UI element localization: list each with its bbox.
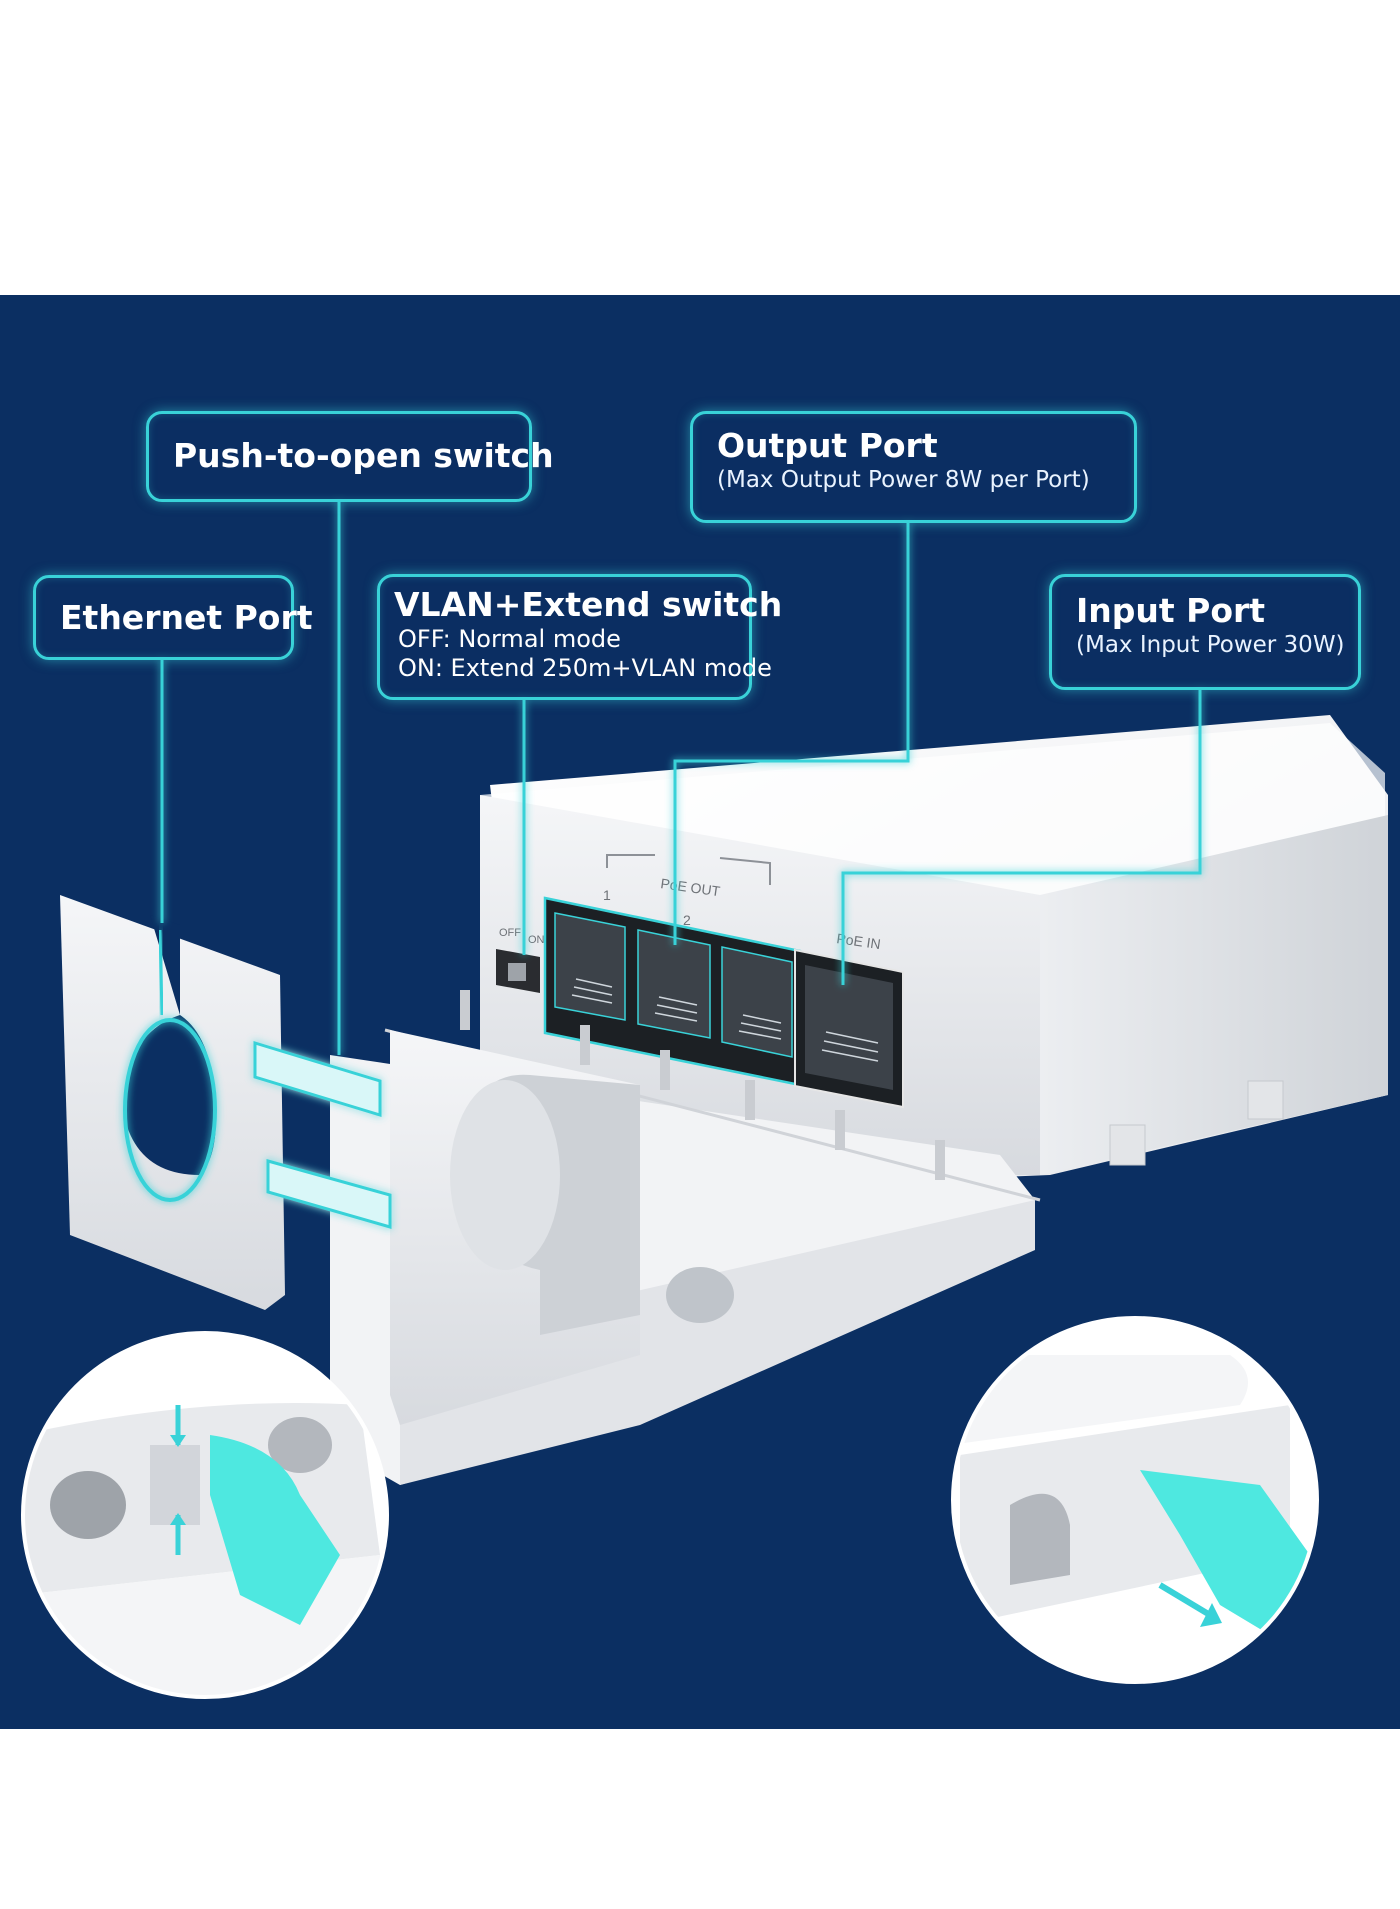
port1-label: 1 <box>603 887 611 903</box>
poe-in-label: PoE IN <box>836 930 882 952</box>
back-upright <box>60 895 285 1310</box>
output-ports <box>543 896 802 1087</box>
port2-label: 2 <box>683 912 691 928</box>
push-switch-tabs <box>253 1040 392 1229</box>
output-port-title: Output Port <box>717 426 938 465</box>
ethernet-port-title: Ethernet Port <box>60 598 313 637</box>
device-illustration: PoE OUT 1 2 3 PoE IN 4 OFF ON <box>21 502 1388 1699</box>
push-switch-callout: Push-to-open switch <box>146 411 554 502</box>
mounting-lid <box>330 990 1041 1485</box>
vlan-switch-callout: VLAN+Extend switch OFF: Normal mode ON: … <box>377 574 783 700</box>
vlan-off-mode: OFF: Normal mode <box>398 625 621 653</box>
input-port-callout: Input Port (Max Input Power 30W) <box>1049 574 1361 690</box>
inset-right <box>951 1316 1319 1684</box>
vlan-on-mode: ON: Extend 250m+VLAN mode <box>398 654 772 682</box>
switch-body <box>480 715 1388 1195</box>
input-port <box>794 948 904 1109</box>
input-port-title: Input Port <box>1076 591 1266 630</box>
output-port-callout: Output Port (Max Output Power 8W per Por… <box>690 411 1137 523</box>
output-port-subtitle: (Max Output Power 8W per Port) <box>717 467 1090 493</box>
vlan-slide-switch <box>496 949 540 993</box>
leader-lines <box>160 502 1202 1055</box>
off-label: OFF <box>499 927 521 939</box>
on-label: ON <box>528 934 545 946</box>
push-switch-title: Push-to-open switch <box>173 436 554 475</box>
product-panel: PoE OUT 1 2 3 PoE IN 4 OFF ON <box>0 295 1400 1729</box>
ethernet-port-callout: Ethernet Port <box>33 575 313 660</box>
vlan-switch-title: VLAN+Extend switch <box>394 585 783 624</box>
inset-left <box>21 1331 389 1699</box>
input-port-subtitle: (Max Input Power 30W) <box>1076 632 1345 658</box>
